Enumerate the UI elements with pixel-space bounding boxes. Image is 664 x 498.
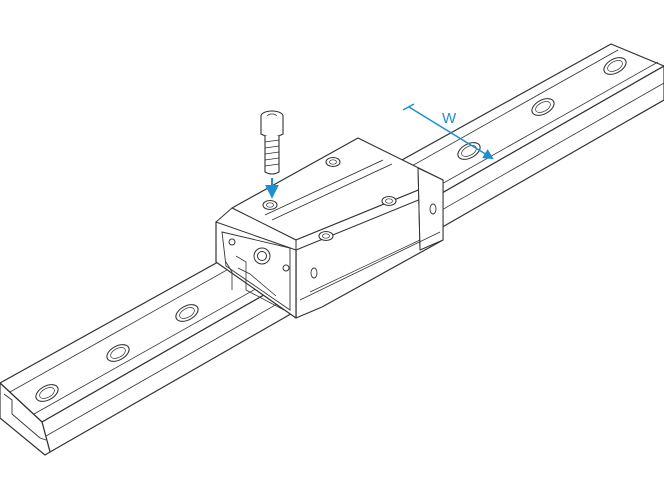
carriage-mounting-holes (262, 156, 397, 242)
width-dimension: W (402, 103, 494, 160)
rail-end-face (0, 382, 51, 456)
carriage-block (215, 137, 444, 319)
rail-mounting-holes (35, 57, 627, 402)
width-label: W (442, 110, 457, 127)
end-seal-details (221, 231, 291, 311)
socket-head-cap-screw-icon (260, 110, 284, 175)
